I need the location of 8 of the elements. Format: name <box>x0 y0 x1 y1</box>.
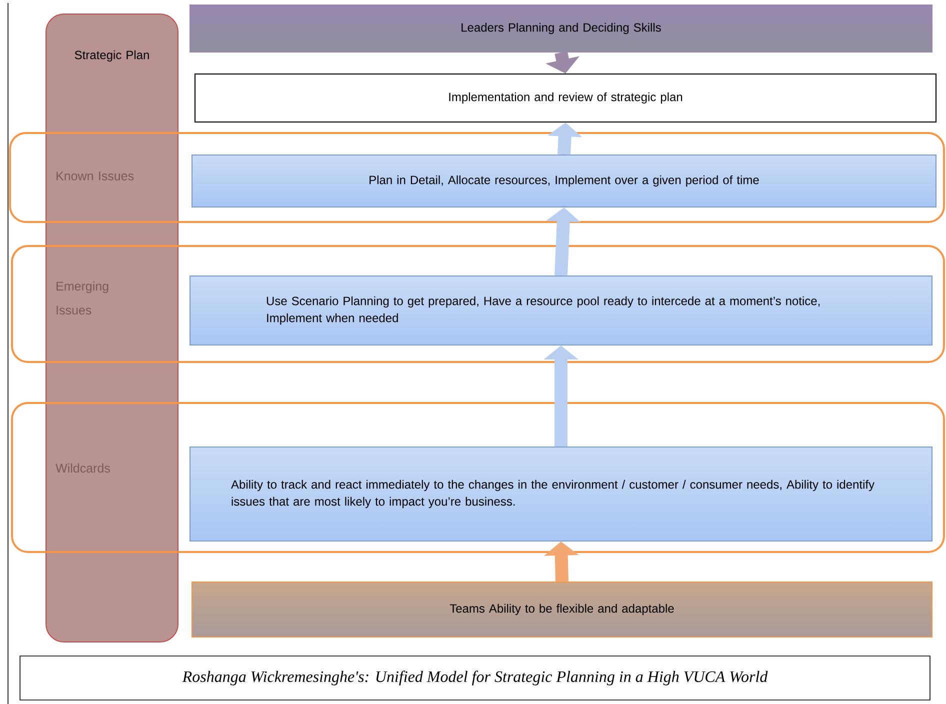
text-box: Plan in Detail, Allocate resources, Implement over a given period of time <box>192 154 936 208</box>
caption-box: Roshanga Wickremesinghe's: Unified Model for Strategic Planning in a High VUCA World <box>20 656 930 700</box>
text-box: Use Scenario Planning to get prepared, Have a resource pool ready to intercede at a moment’s notice, Implement when needed <box>190 276 932 346</box>
column-heading: Strategic Plan <box>74 50 149 62</box>
text-box: Teams Ability to be flexible and adaptable <box>192 582 932 638</box>
text-box: Implementation and review of strategic plan <box>194 74 936 122</box>
text-box: Ability to track and react immediately to the changes in the environment / customer / consumer needs, Ability to identify issues that are most likely to impact you’re business. <box>190 446 932 542</box>
text-box: Leaders Planning and Deciding Skills <box>190 4 932 52</box>
